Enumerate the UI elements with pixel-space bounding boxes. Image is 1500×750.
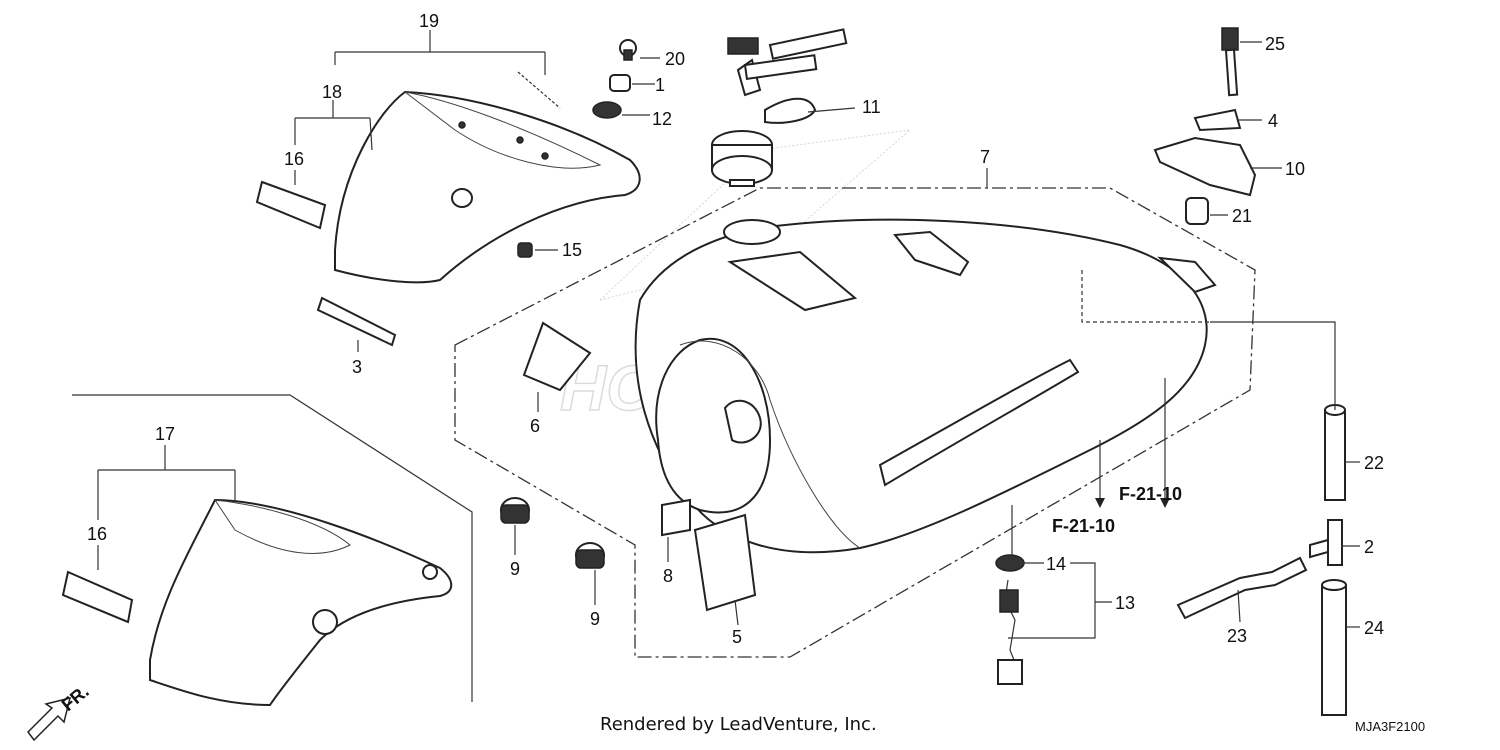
label-7: 7 [980,147,990,167]
diagram-code: MJA3F2100 [1355,719,1425,734]
label-18: 18 [322,82,342,102]
packing-14 [995,554,1025,572]
strip-16-lower [61,570,134,624]
upper-meter-cover [334,71,641,284]
footer-credit: Rendered by LeadVenture, Inc. [600,714,877,735]
tube-24 [1321,579,1347,716]
label-5: 5 [732,627,742,647]
bolt-25 [1221,27,1239,97]
label-16-lower: 16 [87,524,107,544]
fuel-cap-assembly [711,28,848,187]
reference-f-21-10-lower: F-21-10 [1052,516,1115,536]
label-19: 19 [419,11,439,31]
damper-9a [500,497,530,524]
label-23: 23 [1227,626,1247,646]
front-direction-arrow: FR. [27,681,93,742]
decal-6 [522,321,592,392]
cover-panel-border [72,394,473,702]
strip-16-upper [255,180,327,230]
label-21: 21 [1232,206,1252,226]
label-1: 1 [655,75,665,95]
label-6: 6 [530,416,540,436]
label-12: 12 [652,109,672,129]
label-2: 2 [1364,537,1374,557]
label-25: 25 [1265,34,1285,54]
label-16-upper: 16 [284,149,304,169]
label-3: 3 [352,357,362,377]
label-9-right: 9 [590,609,600,629]
label-11: 11 [862,97,881,117]
label-17: 17 [155,424,175,444]
label-14: 14 [1046,554,1066,574]
label-10: 10 [1285,159,1305,179]
tube-23 [1176,556,1308,620]
label-22: 22 [1364,453,1384,473]
decal-5 [693,513,757,612]
label-9-left: 9 [510,559,520,579]
collar-1 [609,74,631,92]
joint-2 [1309,519,1343,566]
label-8: 8 [663,566,673,586]
strip-3 [316,296,397,347]
tube-22 [1324,404,1346,501]
grommet-15 [517,242,533,258]
tank-frame [454,187,1256,658]
grommet-12 [592,101,622,119]
lower-meter-cover [149,498,453,707]
label-24: 24 [1364,618,1384,638]
screw-20 [619,39,637,61]
fuel-tank [634,218,1217,554]
decal-8 [661,498,691,537]
label-20: 20 [665,49,685,69]
leader-lines [97,30,1360,639]
collar-21 [1185,197,1209,225]
reference-f-21-10-upper: F-21-10 [1119,484,1182,504]
label-13: 13 [1115,593,1135,613]
bracket-10 [1153,136,1257,197]
washer-4 [1193,108,1242,132]
damper-9b [575,542,605,569]
fuel-sensor-13 [997,579,1023,685]
label-4: 4 [1268,111,1278,131]
label-15: 15 [562,240,582,260]
